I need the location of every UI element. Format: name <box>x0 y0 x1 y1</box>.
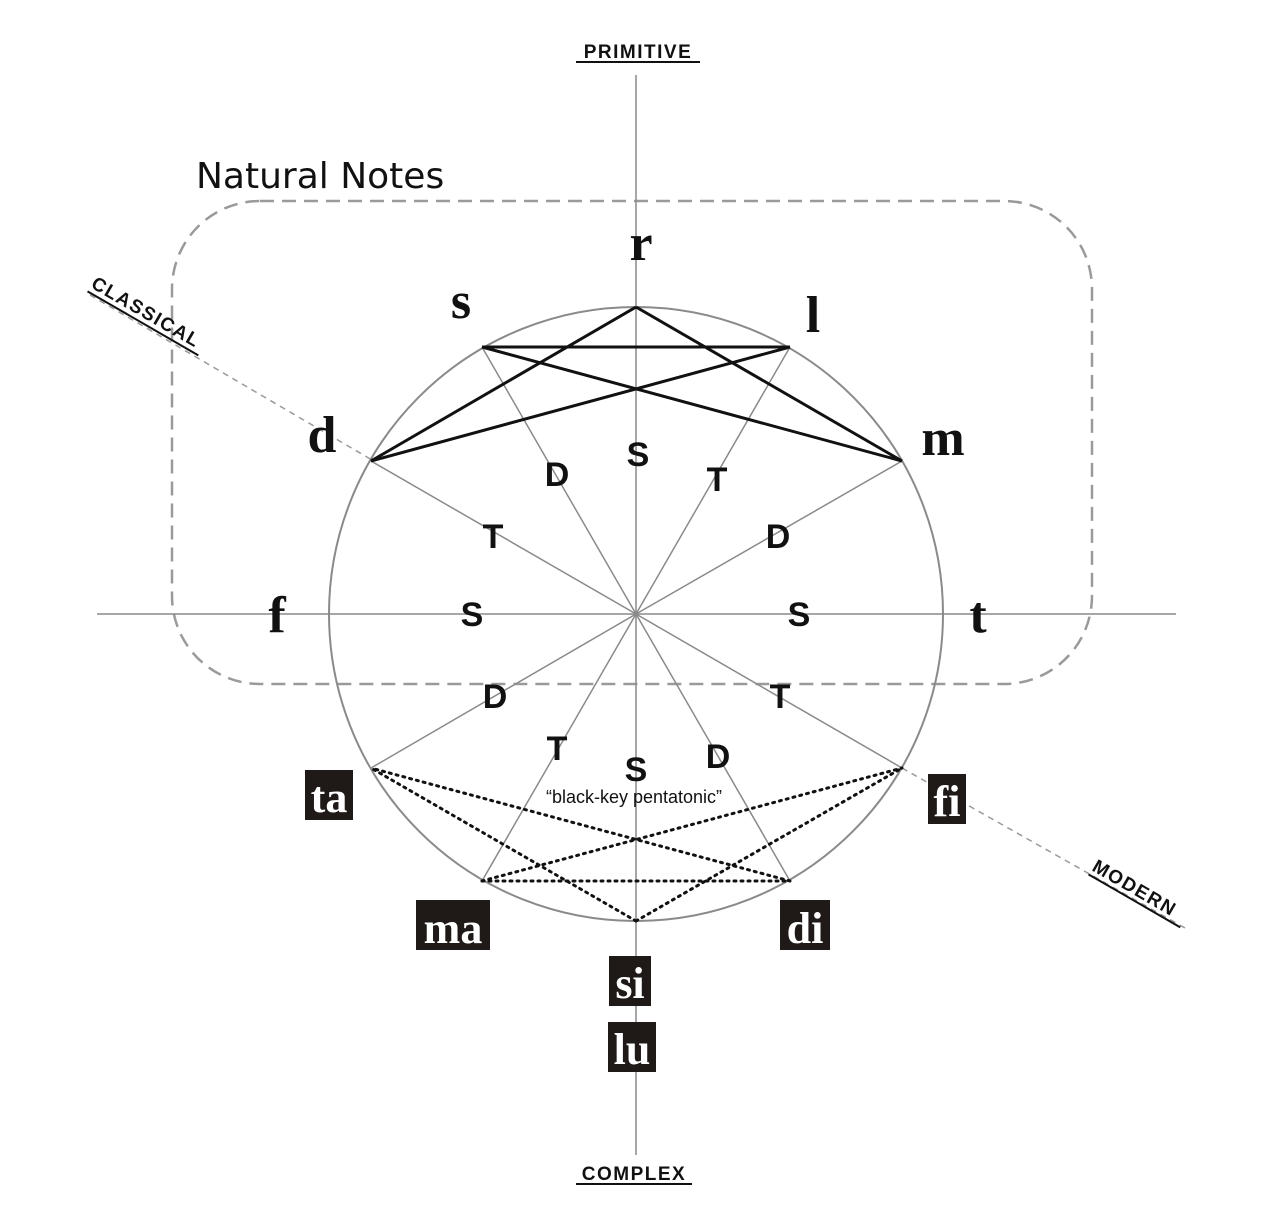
function-label: D <box>706 738 731 776</box>
note-fi-box <box>928 774 966 824</box>
spoke <box>635 613 903 769</box>
star-edge <box>481 345 903 463</box>
axis-label-modern: MODERN <box>1089 856 1180 921</box>
note-ma: ma <box>424 904 483 953</box>
note-lu: lu <box>614 1025 651 1074</box>
pentatonic-caption: “black-key pentatonic” <box>546 787 722 807</box>
star-edge <box>635 305 903 463</box>
function-label: T <box>770 678 791 716</box>
spoke <box>481 346 637 615</box>
axis-label-complex: COMPLEX <box>582 1164 686 1185</box>
note-d: d <box>308 407 337 464</box>
natural-notes-box <box>170 199 1094 686</box>
function-label: D <box>766 518 791 556</box>
function-label: T <box>547 730 568 768</box>
axis-label-primitive: PRIMITIVE <box>584 42 693 63</box>
spoke <box>370 613 637 769</box>
function-label: D <box>545 456 570 494</box>
note-fi: fi <box>934 777 961 826</box>
note-ta: ta <box>311 773 348 822</box>
function-label: S <box>627 436 650 474</box>
natural-pentatonic-star <box>370 305 903 463</box>
spoke <box>481 613 637 882</box>
note-lu-box <box>608 1022 656 1072</box>
note-t: t <box>969 587 987 644</box>
note-ta-box <box>305 770 353 820</box>
axis-label-classical: CLASSICAL <box>88 273 204 352</box>
function-label: S <box>625 751 648 789</box>
function-label: S <box>788 596 811 634</box>
function-label: S <box>461 596 484 634</box>
note-di-box <box>780 900 830 950</box>
note-m: m <box>921 410 964 467</box>
note-si-box <box>609 956 651 1006</box>
dotted-star-edge <box>634 766 904 923</box>
axis-label-modern-group: MODERN <box>1088 856 1181 929</box>
function-label: T <box>483 518 504 556</box>
note-f: f <box>268 587 286 644</box>
black-key-pentatonic-star <box>369 766 904 923</box>
star-edge <box>370 345 791 463</box>
spoke <box>635 346 791 615</box>
note-si: si <box>615 959 644 1008</box>
axis-label-modern-underline <box>1088 873 1181 929</box>
function-label: D <box>483 678 508 716</box>
dotted-star-edge <box>369 766 792 883</box>
spoke <box>370 460 637 615</box>
axis-label-classical-underline <box>87 290 199 357</box>
note-r: r <box>629 215 652 272</box>
spokes <box>370 346 903 882</box>
dotted-star-edge <box>480 766 904 883</box>
axis-label-classical-group: CLASSICAL <box>87 273 204 357</box>
function-label: T <box>707 461 728 499</box>
spoke <box>635 460 903 615</box>
note-l: l <box>806 287 820 344</box>
note-s: s <box>451 273 471 330</box>
note-ma-box <box>416 900 490 950</box>
spoke <box>635 613 791 882</box>
natural-notes-title: Natural Notes <box>196 156 444 197</box>
star-edge <box>370 305 637 463</box>
dotted-star-edge <box>369 766 638 923</box>
note-di: di <box>787 904 824 953</box>
